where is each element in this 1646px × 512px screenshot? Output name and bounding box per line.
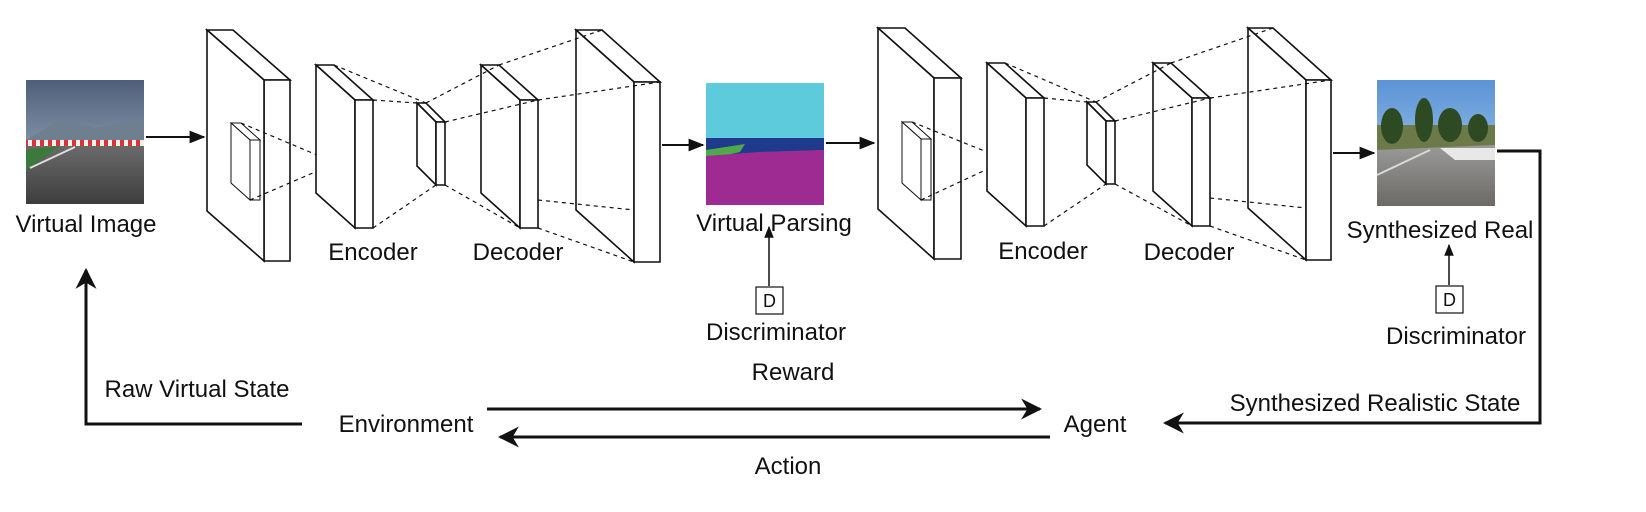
- encoder-1-label: Encoder: [328, 239, 417, 266]
- decoder-1-label: Decoder: [473, 239, 564, 266]
- discriminator-1-label: Discriminator: [706, 319, 846, 346]
- bottleneck-block-2: [1085, 100, 1117, 186]
- agent-label: Agent: [1064, 411, 1127, 438]
- input-block-2: [875, 26, 964, 261]
- arrow-environment-to-virtual-image: [75, 267, 302, 426]
- virtual-parsing-thumbnail: [706, 83, 824, 205]
- output-block-1: [573, 28, 663, 264]
- discriminator-2-box: [1435, 285, 1464, 314]
- environment-label: Environment: [339, 411, 474, 438]
- reward-label: Reward: [752, 359, 835, 386]
- decoder-block-1: [478, 63, 541, 230]
- action-label: Action: [755, 453, 822, 480]
- arrow-synth-to-agent: [1162, 149, 1542, 434]
- decoder-2-label: Decoder: [1144, 239, 1235, 266]
- decoder-block-2: [1150, 61, 1213, 228]
- virtual-image-thumbnail: [26, 80, 144, 204]
- encoder-block-2: [984, 61, 1047, 228]
- synthesized-real-thumbnail: [1376, 80, 1495, 206]
- raw-virtual-state-label: Raw Virtual State: [105, 376, 290, 403]
- bottleneck-block-1: [415, 101, 447, 187]
- synthesized-real-label: Synthesized Real: [1347, 217, 1534, 244]
- encoder-2-label: Encoder: [998, 238, 1087, 265]
- network-2: [875, 26, 1334, 262]
- input-block-1: [204, 28, 293, 263]
- discriminator-1-box: [755, 286, 784, 315]
- virtual-parsing-label: Virtual Parsing: [696, 210, 852, 237]
- discriminator-2-label: Discriminator: [1386, 323, 1526, 350]
- discriminator-1-box-label: D: [763, 291, 776, 311]
- virtual-image-label: Virtual Image: [16, 211, 157, 238]
- discriminator-2-box-label: D: [1443, 290, 1456, 310]
- network-1: [204, 28, 663, 264]
- encoder-block-1: [313, 63, 376, 230]
- synthesized-realistic-state-label: Synthesized Realistic State: [1230, 390, 1521, 417]
- output-block-2: [1245, 26, 1334, 262]
